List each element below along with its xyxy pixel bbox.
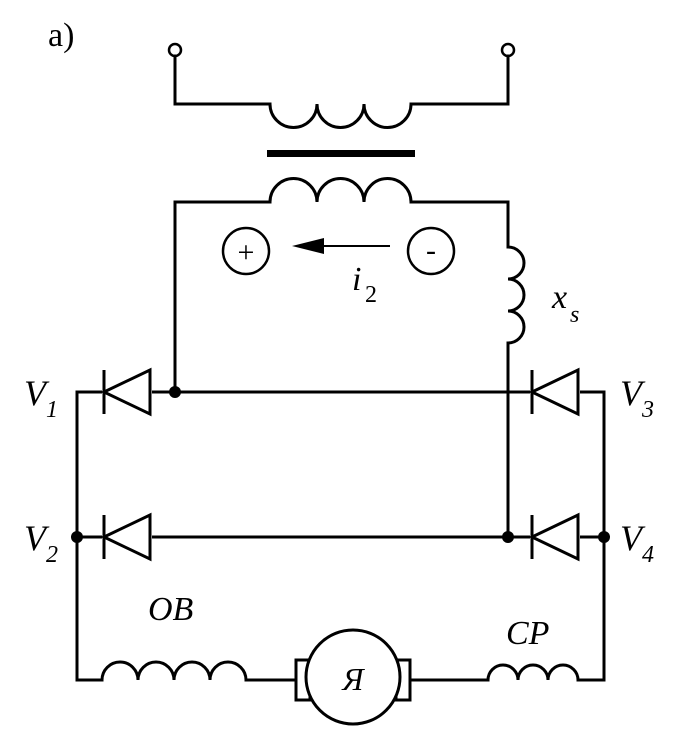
- diode-v3-subscript: 3: [641, 397, 654, 423]
- transformer-core: [267, 150, 415, 157]
- left-output-lead: [75, 390, 104, 682]
- leakage-inductance-xs: [506, 245, 526, 539]
- diode-v4-label: V: [620, 518, 646, 558]
- junction-dot: [598, 531, 610, 543]
- junction-dot: [71, 531, 83, 543]
- diode-v1: [100, 367, 152, 417]
- diode-v1-subscript: 1: [46, 397, 58, 423]
- series-winding-label: СР: [506, 615, 549, 652]
- right-output-lead: [576, 390, 606, 682]
- input-terminal-left: [167, 42, 183, 58]
- figure-label: а): [48, 17, 74, 54]
- plus-sign: +: [238, 236, 255, 269]
- motor-armature: [294, 628, 490, 726]
- junction-dot: [169, 386, 181, 398]
- diode-v3: [528, 367, 580, 417]
- secondary-winding: [173, 177, 510, 394]
- input-terminal-right: [500, 42, 516, 58]
- diode-v1-label: V: [24, 373, 50, 413]
- series-winding: [486, 663, 580, 681]
- current-arrow: [292, 238, 390, 254]
- current-subscript: 2: [365, 282, 377, 308]
- primary-winding: [173, 54, 510, 129]
- diode-v2-label: V: [24, 518, 50, 558]
- field-winding-label: ОВ: [148, 591, 194, 628]
- plus-polarity-circle: [221, 226, 271, 276]
- diode-v4: [528, 512, 580, 562]
- junction-dot: [502, 531, 514, 543]
- diode-v3-label: V: [620, 373, 646, 413]
- field-winding: [100, 660, 298, 682]
- reactance-label: x: [551, 279, 567, 316]
- minus-polarity-circle: [406, 226, 456, 276]
- current-label: i: [352, 261, 361, 298]
- reactance-subscript: s: [570, 302, 579, 328]
- minus-sign: -: [426, 234, 436, 267]
- diode-v2-subscript: 2: [46, 542, 58, 568]
- armature-label: Я: [340, 661, 365, 697]
- diode-v2: [100, 512, 152, 562]
- diode-v4-subscript: 4: [642, 542, 654, 568]
